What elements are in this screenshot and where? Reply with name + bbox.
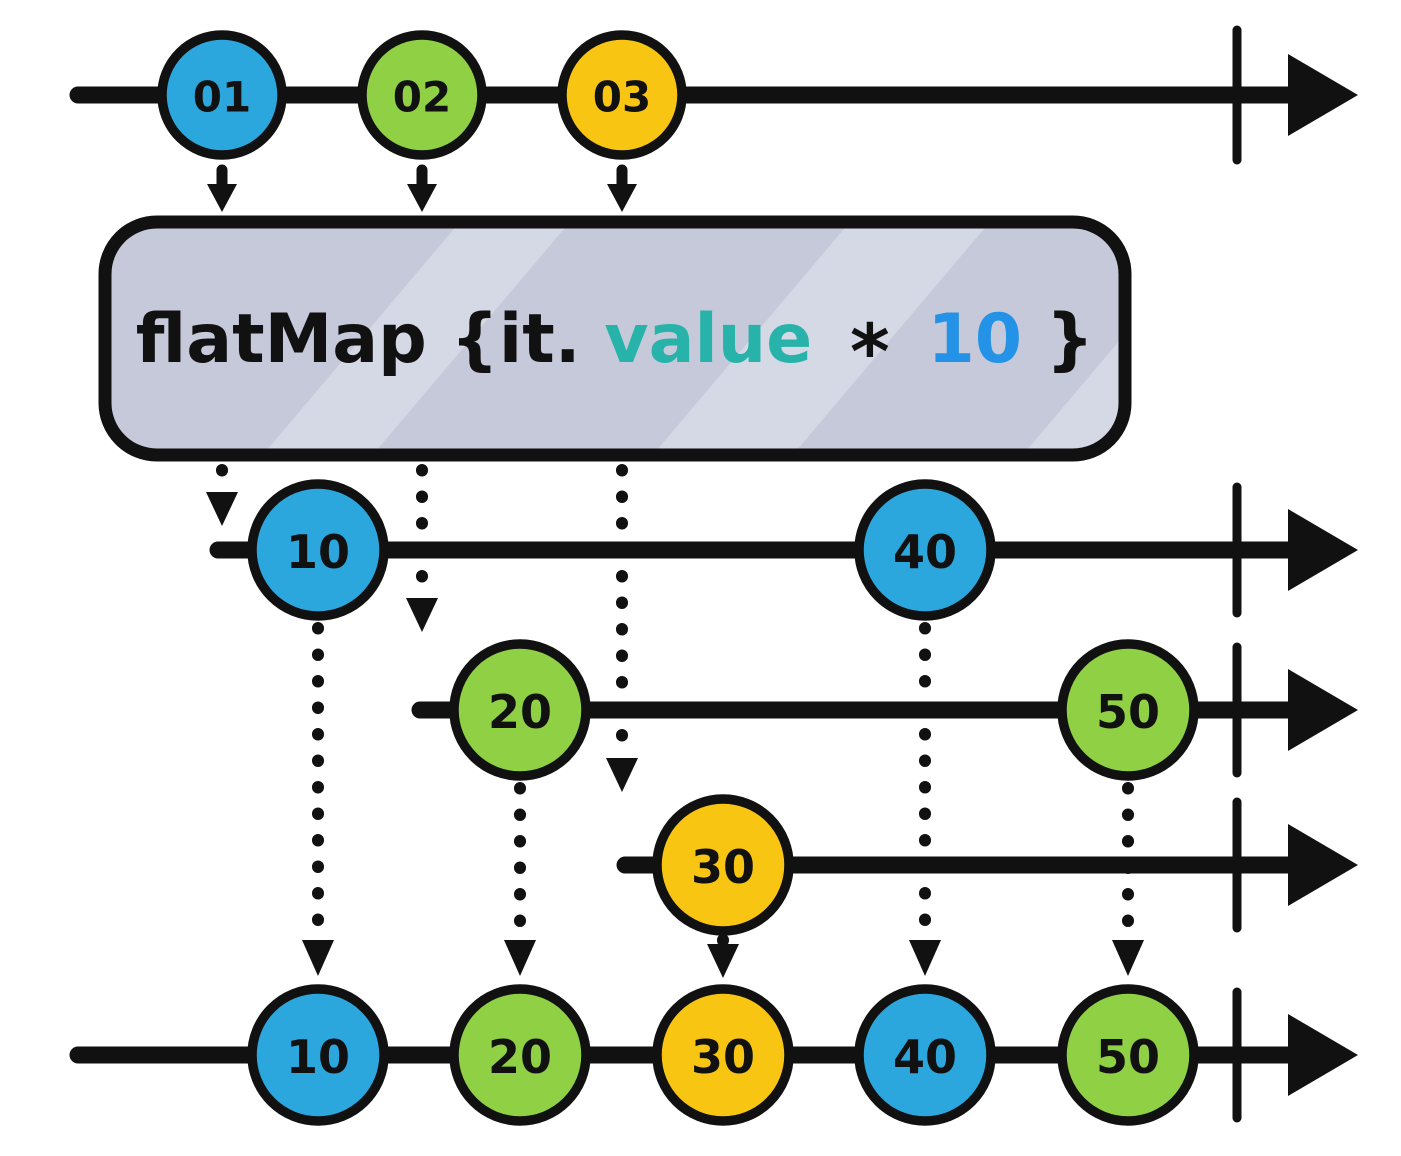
marble-label: 10: [286, 1030, 350, 1084]
marble-circle: [557, 30, 687, 160]
arrow-head: [206, 492, 238, 526]
operator-prefix: flatMap {it.: [136, 300, 581, 379]
operator-expression: flatMap {it. value * 10 }: [136, 300, 1094, 396]
flatmap-result-arrow-1: [206, 464, 238, 526]
marble-label: 02: [393, 73, 451, 122]
marble-label: 30: [691, 840, 755, 894]
marble-circle: [247, 984, 389, 1126]
marble-03: 03: [557, 30, 687, 160]
marble-circle: [357, 30, 487, 160]
marble-circle: [652, 794, 794, 936]
emission-arrow-02: [407, 164, 437, 212]
marble-label: 20: [488, 1030, 552, 1084]
marble-30-output: 30: [652, 984, 794, 1126]
multiply-star-icon: *: [850, 307, 890, 396]
marble-10-output: 10: [247, 984, 389, 1126]
marble-circle: [449, 984, 591, 1126]
marble-10-inner: 10: [247, 479, 389, 621]
marble-circle: [449, 639, 591, 781]
operator-box-stripes: [250, 222, 1125, 455]
merge-arrow-20: [504, 782, 536, 976]
timeline-arrowhead: [1288, 509, 1358, 591]
inner-stream-1-timeline: [209, 482, 1358, 618]
marble-50-output: 50: [1057, 984, 1199, 1126]
stripe: [640, 222, 1000, 455]
merge-arrow-30: [707, 934, 739, 978]
marble-circle: [157, 30, 287, 160]
arrow-head: [504, 940, 536, 976]
marble-label: 40: [893, 1030, 957, 1084]
arrow-head: [606, 758, 638, 792]
marble-circle: [1057, 984, 1199, 1126]
arrow-head: [406, 598, 438, 632]
arrow-head: [607, 184, 637, 212]
marble-circle: [1057, 639, 1199, 781]
marble-label: 01: [193, 73, 251, 122]
operator-factor: 10: [927, 300, 1022, 379]
marble-label: 50: [1096, 685, 1160, 739]
marble-label: 40: [893, 525, 957, 579]
arrow-head: [302, 940, 334, 976]
marble-label: 50: [1096, 1030, 1160, 1084]
flatmap-result-arrow-2: [406, 464, 438, 632]
marble-label: 10: [286, 525, 350, 579]
emission-arrow-03: [607, 164, 637, 212]
marble-circle: [854, 479, 996, 621]
marble-30-inner: 30: [652, 794, 794, 936]
arrow-head: [707, 944, 739, 978]
marble-20-output: 20: [449, 984, 591, 1126]
stripe: [1010, 222, 1125, 455]
flatmap-operator-box: flatMap {it. value * 10 }: [98, 215, 1132, 462]
timeline-arrowhead: [1288, 1014, 1358, 1096]
marble-50-inner: 50: [1057, 639, 1199, 781]
marble-02: 02: [357, 30, 487, 160]
operator-box-border: [98, 215, 1132, 462]
arrow-head: [207, 184, 237, 212]
merge-arrow-10: [302, 622, 334, 976]
arrow-head: [1112, 940, 1144, 976]
merge-arrow-50: [1112, 782, 1144, 976]
marble-20-inner: 20: [449, 639, 591, 781]
timeline-arrowhead: [1288, 824, 1358, 906]
marble-label: 30: [691, 1030, 755, 1084]
timeline-arrowhead: [1288, 54, 1358, 136]
marble-circle: [247, 479, 389, 621]
emission-arrow-01: [207, 164, 237, 212]
flatmap-result-arrow-3: [606, 464, 638, 792]
operator-property: value: [604, 300, 812, 379]
marble-circle: [652, 984, 794, 1126]
arrow-head: [407, 184, 437, 212]
merge-arrow-40: [909, 622, 941, 976]
arrow-head: [909, 940, 941, 976]
marble-circle: [854, 984, 996, 1126]
marble-40-output: 40: [854, 984, 996, 1126]
operator-suffix: }: [1046, 300, 1094, 379]
stripe: [250, 222, 580, 455]
marble-label: 20: [488, 685, 552, 739]
marble-label: 03: [593, 73, 651, 122]
timeline-arrowhead: [1288, 669, 1358, 751]
marble-01: 01: [157, 30, 287, 160]
marble-40-inner: 40: [854, 479, 996, 621]
